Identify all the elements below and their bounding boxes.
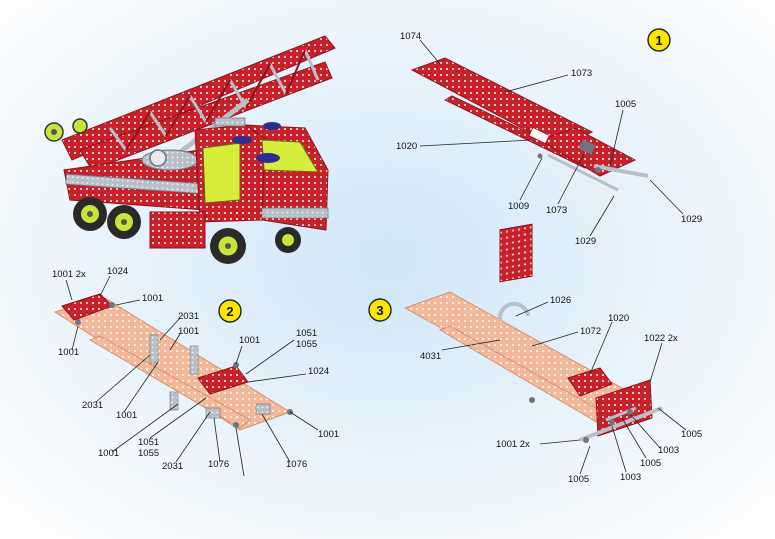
step-3-parts (403, 223, 663, 443)
step-3-badge: 3 (368, 298, 392, 322)
part-label: 1076 (286, 459, 307, 470)
ladder-boom (61, 35, 336, 171)
part-label: 1001 (116, 410, 137, 421)
part-label: 1022 2x (644, 333, 678, 344)
step-2-part-labels: 1001 2x 1024 1001 2031 1001 1001 1051 10… (52, 266, 339, 472)
part-label: 1072 (580, 326, 601, 337)
part-label: 1005 (615, 99, 636, 110)
step-1-badge: 1 (647, 28, 671, 52)
part-label: 1001 (98, 448, 119, 459)
siren-light (256, 153, 280, 163)
part-label: 1073 (546, 205, 567, 216)
step-1-parts (410, 57, 649, 192)
part-label: 1001 2x (496, 439, 530, 450)
fire-truck-illustration (44, 35, 336, 264)
part-label: 1051 (138, 437, 159, 448)
part-label: 1003 (658, 445, 679, 456)
svg-text:1: 1 (655, 33, 662, 48)
part-label: 1055 (296, 339, 317, 350)
part-label: 2031 (162, 461, 183, 472)
part-label: 1074 (400, 31, 421, 42)
part-label: 1003 (620, 472, 641, 483)
svg-text:3: 3 (376, 303, 383, 318)
step-3-leader-lines (441, 301, 687, 475)
part-label: 1024 (107, 266, 128, 277)
step-2-badge: 2 (218, 299, 242, 323)
part-label: 1001 2x (52, 269, 86, 280)
svg-text:2: 2 (226, 304, 233, 319)
part-label: 1073 (571, 68, 592, 79)
part-label: 1001 (142, 293, 163, 304)
step-2-diagram: 1001 2x 1024 1001 2031 1001 1001 1051 10… (52, 266, 339, 477)
part-label: 1029 (575, 236, 596, 247)
part-label: 2031 (178, 311, 199, 322)
part-label: 4031 (420, 351, 441, 362)
step-3-part-labels: 1026 1072 1020 1022 2x 4031 1001 2x 1005… (420, 295, 702, 485)
part-label: 1020 (608, 313, 629, 324)
siren-light (263, 122, 281, 130)
step-1-leader-lines (419, 39, 684, 237)
part-label: 1005 (640, 458, 661, 469)
part-label: 1001 (58, 347, 79, 358)
part-label: 1001 (318, 429, 339, 440)
part-label: 1076 (208, 459, 229, 470)
part-label: 1001 (239, 335, 260, 346)
siren-light (232, 136, 252, 144)
part-label: 1055 (138, 448, 159, 459)
cab-window (202, 142, 241, 204)
truck-cab (149, 117, 329, 249)
step-1-part-labels: 1074 1073 1005 1020 1009 1073 1029 1029 (396, 31, 702, 247)
part-label: 2031 (82, 400, 103, 411)
part-label: 1001 (178, 326, 199, 337)
step-2-leader-lines (65, 275, 319, 477)
part-label: 1051 (296, 328, 317, 339)
part-label: 1024 (308, 366, 329, 377)
part-label: 1005 (568, 474, 589, 485)
part-label: 1026 (550, 295, 571, 306)
truck-wheels (73, 197, 301, 264)
step-3-diagram: 1026 1072 1020 1022 2x 4031 1001 2x 1005… (368, 223, 702, 485)
crank-wheel (72, 118, 88, 134)
part-label: 1009 (508, 201, 529, 212)
step-1-diagram: 1074 1073 1005 1020 1009 1073 1029 1029 … (396, 28, 702, 247)
part-label: 1005 (681, 429, 702, 440)
part-label: 1029 (681, 214, 702, 225)
part-label: 1020 (396, 141, 417, 152)
